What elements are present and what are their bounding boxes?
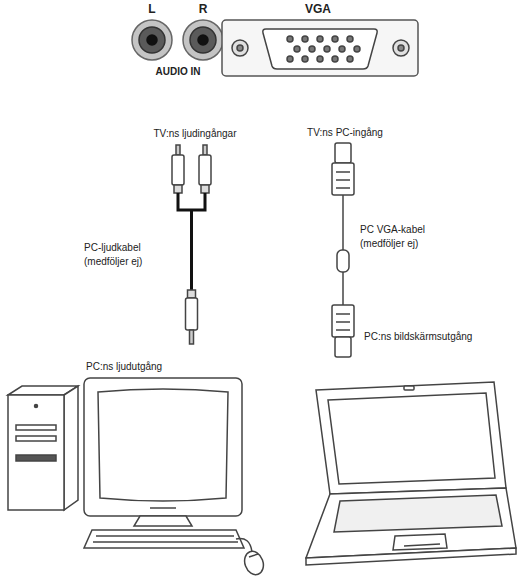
rca-jack-right [183, 20, 223, 60]
channel-letter: R [199, 2, 208, 16]
mouse [236, 539, 267, 578]
vga-pin [317, 56, 323, 62]
vga-pin [332, 56, 338, 62]
monitor [84, 378, 242, 526]
vga-pin [332, 36, 338, 42]
vga-pin [287, 56, 293, 62]
laptop [306, 382, 516, 565]
cable-label: PC VGA-kabel (medföljer ej) [360, 223, 438, 251]
connector-label: PC:ns bildskärmsutgång [364, 330, 472, 344]
port-name: VGA [305, 2, 331, 16]
cable-label: PC-ljudkabel (medföljer ej) [84, 241, 158, 269]
connector-label: TV:ns PC-ingång [307, 126, 383, 140]
vga-pin [317, 36, 323, 42]
rca-jack-left [132, 20, 172, 60]
vga-port [222, 20, 418, 76]
keyboard [84, 530, 244, 548]
port-name: AUDIO IN [156, 65, 201, 79]
vga-pin [302, 56, 308, 62]
audio-cable [172, 145, 211, 344]
vga-pin [287, 36, 293, 42]
vga-pin [302, 36, 308, 42]
desktop-tower [8, 386, 78, 510]
vga-pin [309, 46, 315, 52]
vga-pin [294, 46, 300, 52]
connector-label: PC:ns ljudutgång [86, 360, 162, 374]
vga-cable [332, 143, 354, 357]
connector-label: TV:ns ljudingångar [153, 127, 236, 141]
vga-pin [347, 56, 353, 62]
vga-pin [354, 46, 360, 52]
vga-pin [324, 46, 330, 52]
vga-pin [347, 36, 353, 42]
vga-pin [339, 46, 345, 52]
channel-letter: L [148, 2, 155, 16]
